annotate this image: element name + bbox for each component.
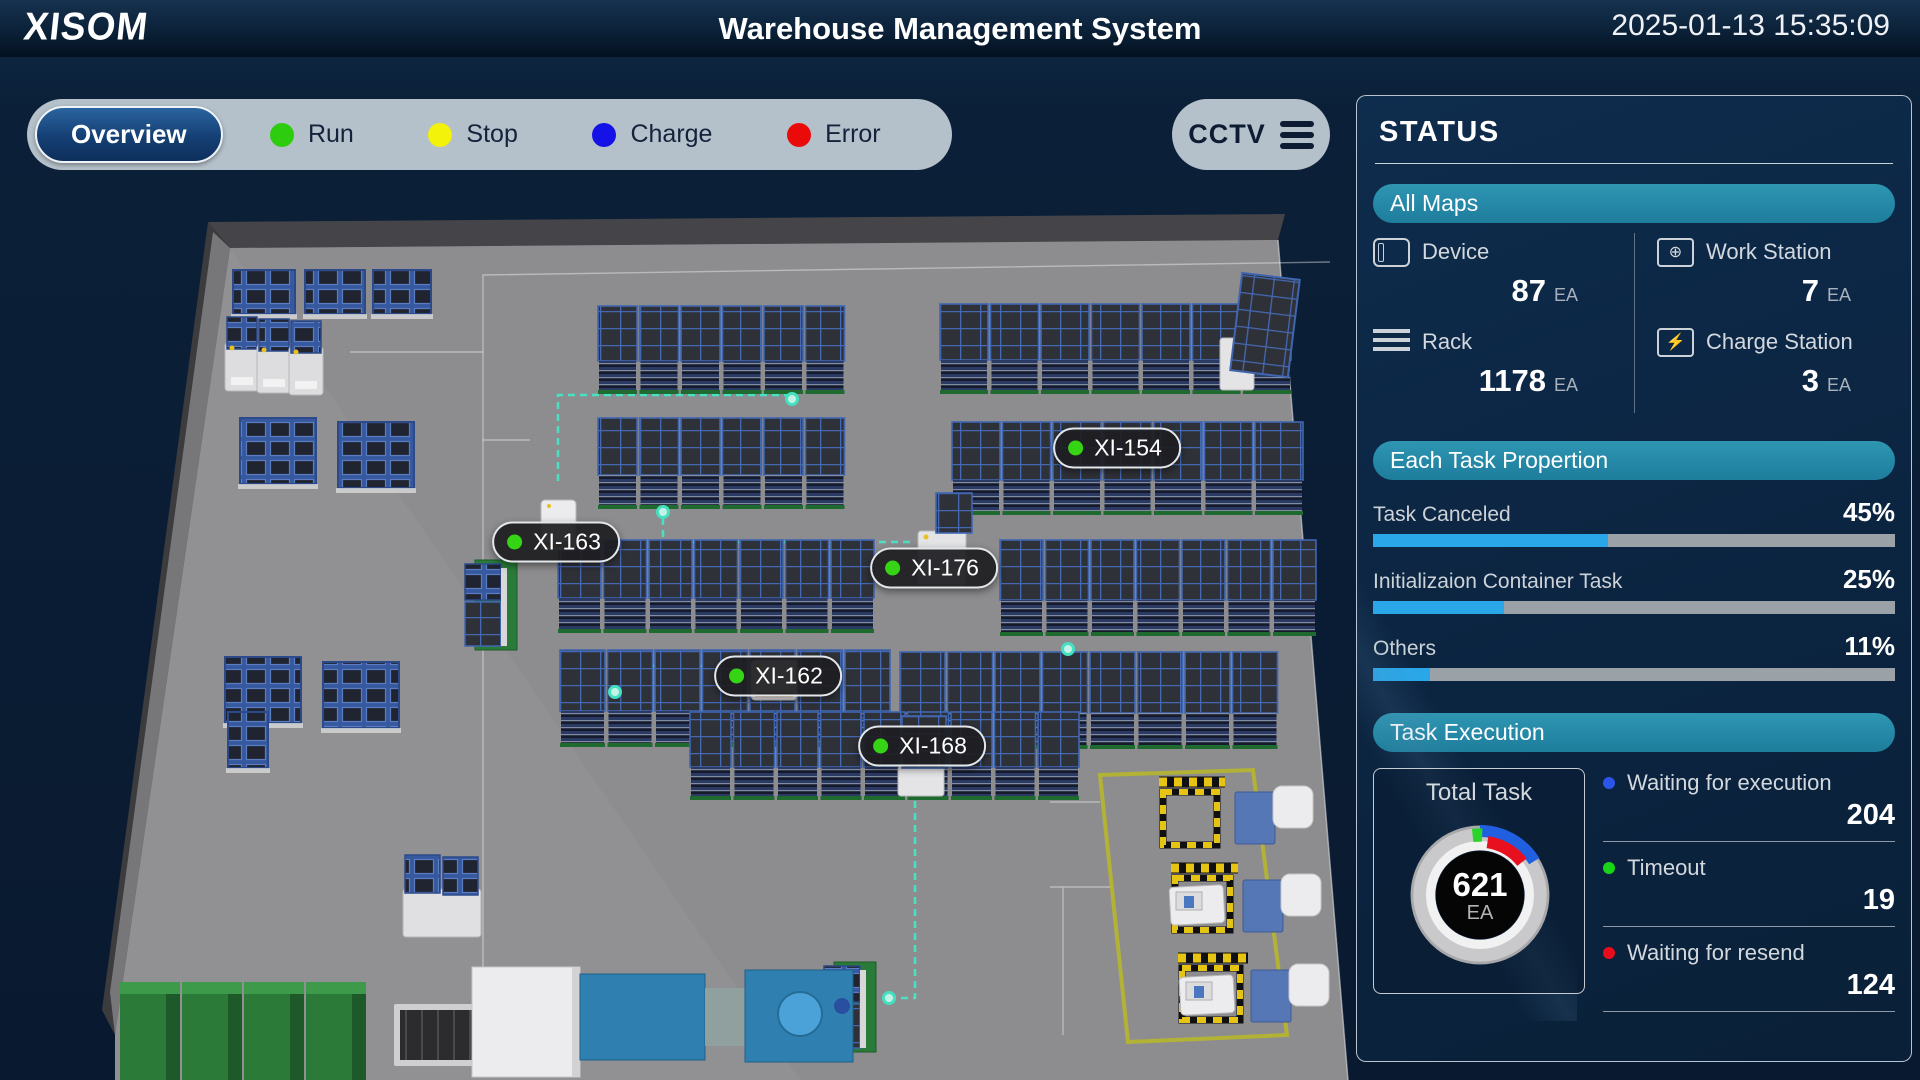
- stat-value: 1178: [1478, 363, 1546, 398]
- page-title: Warehouse Management System: [718, 10, 1202, 46]
- stat-label: Rack: [1422, 329, 1473, 354]
- status-panel-title: STATUS: [1379, 116, 1500, 148]
- progress-bar: [1373, 601, 1895, 614]
- task-label: Task Canceled: [1373, 503, 1511, 526]
- legend-label: Error: [825, 120, 881, 148]
- all-maps-header: All Maps: [1373, 184, 1895, 223]
- task-proportion-row: Task Canceled 45%: [1373, 497, 1895, 547]
- stat-unit: EA: [1553, 375, 1578, 395]
- stat-unit: EA: [1826, 285, 1851, 305]
- stat-unit: EA: [1553, 285, 1578, 305]
- task-percent: 45%: [1842, 497, 1895, 527]
- agv-id-label: XI-162: [755, 662, 823, 689]
- task-proportion-header: Each Task Propertion: [1373, 441, 1895, 480]
- legend-label: Stop: [466, 120, 518, 148]
- total-task-donut-chart: [1410, 825, 1550, 965]
- agv-status-dot: [885, 560, 901, 576]
- agv-marker-XI-168[interactable]: XI-168: [858, 725, 986, 767]
- legend-item-charge: Charge: [592, 120, 712, 149]
- stat-value: 7: [1801, 273, 1819, 308]
- donut-title: Total Task: [1425, 779, 1533, 806]
- total-task-card: Total Task 621 EA: [1373, 768, 1585, 994]
- progress-bar: [1373, 534, 1895, 547]
- agv-status-dot: [1068, 440, 1084, 456]
- timeout-dot: [1603, 862, 1615, 874]
- agv-id-label: XI-176: [911, 554, 979, 581]
- agv-status-dot: [873, 738, 889, 754]
- device-icon: [1373, 237, 1410, 267]
- error-status-dot: [787, 122, 812, 147]
- overview-button[interactable]: Overview: [35, 106, 223, 163]
- stat-value: 3: [1801, 363, 1819, 398]
- agv-id-label: XI-154: [1094, 434, 1162, 461]
- task-percent: 11%: [1844, 631, 1895, 661]
- agv-marker-XI-154[interactable]: XI-154: [1053, 427, 1181, 469]
- agv-marker-XI-163[interactable]: XI-163: [492, 521, 620, 563]
- hamburger-menu-icon[interactable]: [1279, 120, 1314, 149]
- exec-label: Timeout: [1627, 855, 1706, 880]
- legend-item-error: Error: [787, 120, 881, 149]
- stat-label: Device: [1422, 239, 1490, 264]
- task-label: Initializaion Container Task: [1373, 570, 1623, 593]
- agv-status-dot: [729, 668, 745, 684]
- rack-icon: [1373, 328, 1410, 356]
- agv-marker-XI-176[interactable]: XI-176: [870, 547, 998, 589]
- waiting-resend-dot: [1603, 947, 1615, 959]
- task-execution-header: Task Execution: [1373, 713, 1895, 752]
- legend-label: Charge: [630, 120, 713, 148]
- exec-value: 19: [1862, 884, 1895, 916]
- task-label: Others: [1373, 637, 1437, 660]
- exec-item-waiting-execution: Waiting for execution 204: [1603, 770, 1895, 842]
- warehouse-scene: [102, 214, 1349, 1080]
- legend-item-run: Run: [269, 120, 354, 149]
- stat-device: Device 87 EA: [1373, 233, 1634, 309]
- exec-item-timeout: Timeout 19: [1603, 855, 1895, 927]
- exec-value: 204: [1846, 799, 1895, 831]
- exec-item-waiting-resend: Waiting for resend 124: [1603, 940, 1895, 1012]
- status-legend: Run Stop Charge Error: [233, 120, 918, 149]
- cctv-button[interactable]: CCTV: [1172, 99, 1330, 170]
- agv-id-label: XI-163: [533, 528, 601, 555]
- legend-bar: Overview Run Stop Charge Error: [27, 99, 952, 170]
- workstation-icon: ⊕: [1657, 237, 1694, 267]
- agv-id-label: XI-168: [899, 732, 967, 759]
- agv-marker-XI-162[interactable]: XI-162: [714, 655, 842, 697]
- clock: 2025-01-13 15:35:09: [1611, 9, 1890, 42]
- exec-label: Waiting for execution: [1627, 770, 1832, 795]
- waiting-execution-dot: [1603, 777, 1615, 789]
- run-status-dot: [269, 122, 294, 147]
- task-execution-list: Waiting for execution 204 Timeout 19 Wai…: [1603, 768, 1895, 1025]
- app-header: XISOM Warehouse Management System 2025-0…: [0, 0, 1920, 57]
- progress-bar: [1373, 668, 1895, 681]
- legend-label: Run: [307, 120, 354, 148]
- stat-rack: Rack 1178 EA: [1373, 323, 1634, 399]
- stat-unit: EA: [1826, 375, 1851, 395]
- divider: [1375, 163, 1893, 164]
- stat-label: Work Station: [1706, 239, 1832, 264]
- cctv-label: CCTV: [1188, 119, 1266, 149]
- stop-status-dot: [428, 122, 453, 147]
- task-proportion-row: Initializaion Container Task 25%: [1373, 564, 1895, 614]
- stat-label: Charge Station: [1706, 329, 1853, 354]
- stat-charge-station: ⚡ Charge Station 3 EA: [1657, 323, 1895, 399]
- charge-status-dot: [592, 122, 617, 147]
- legend-item-stop: Stop: [428, 120, 518, 149]
- task-proportion-row: Others 11%: [1373, 631, 1895, 681]
- stat-value: 87: [1511, 273, 1546, 308]
- stat-work-station: ⊕ Work Station 7 EA: [1657, 233, 1895, 309]
- exec-label: Waiting for resend: [1627, 940, 1805, 965]
- exec-value: 124: [1846, 969, 1895, 1001]
- agv-status-dot: [507, 534, 523, 550]
- task-percent: 25%: [1842, 564, 1895, 594]
- charge-station-icon: ⚡: [1657, 327, 1694, 357]
